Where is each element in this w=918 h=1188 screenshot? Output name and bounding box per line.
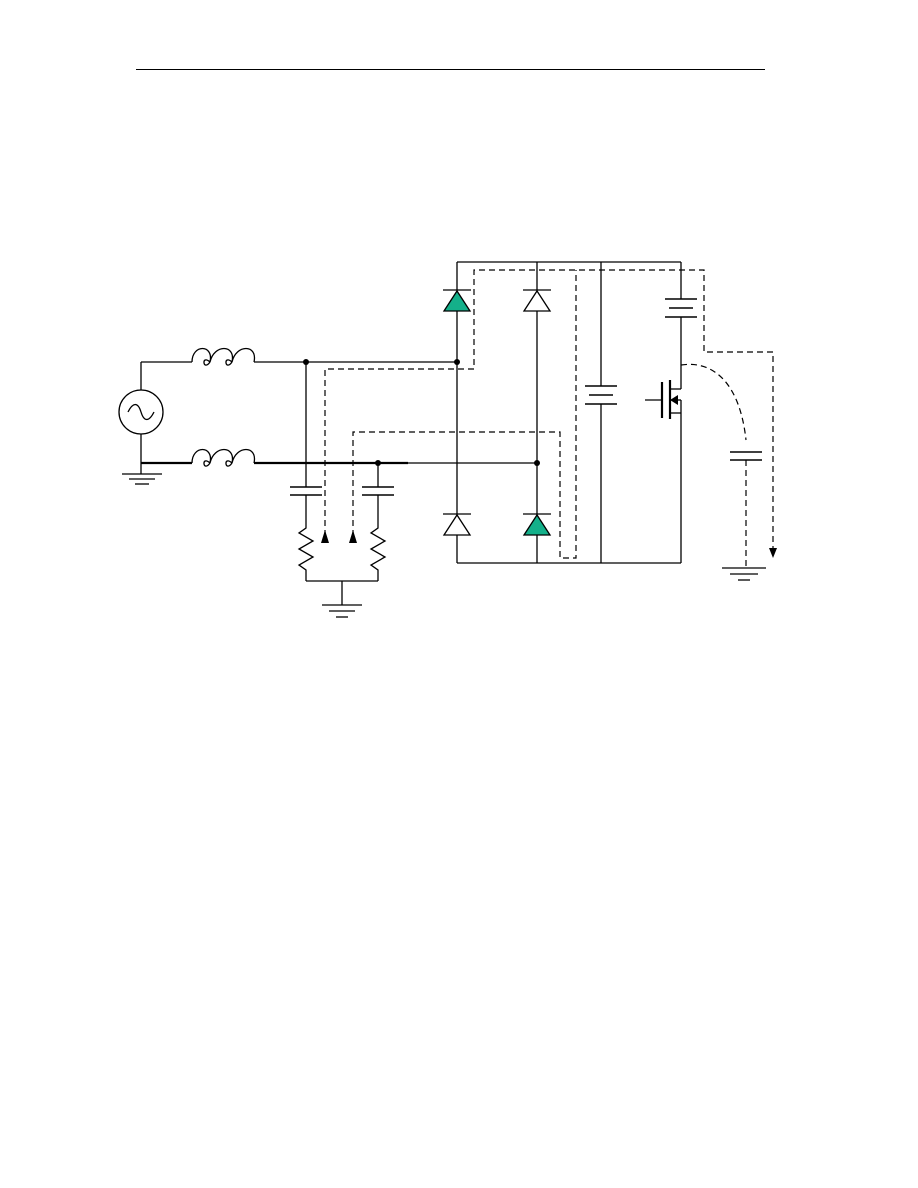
- diode-bottom-left: [442, 513, 472, 536]
- parasitic-capacitor: [730, 451, 762, 568]
- mosfet: [645, 379, 682, 563]
- diode-bottom-right: [522, 513, 552, 536]
- header-rule: [136, 69, 765, 70]
- bulk-capacitor: [585, 262, 617, 563]
- noise-current-path-2: [349, 270, 577, 559]
- ac-source: [118, 362, 164, 463]
- diode-top-right: [522, 289, 552, 312]
- inductor-top: [141, 347, 306, 366]
- ground-source: [122, 463, 162, 485]
- noise-current-path-1: [321, 269, 777, 558]
- resistor-right: [369, 513, 387, 581]
- y-capacitor-right: [362, 463, 394, 513]
- resistor-left: [297, 513, 315, 581]
- ground-output: [722, 567, 766, 581]
- y-capacitor-left: [290, 362, 322, 513]
- bridge-rails: [456, 261, 681, 564]
- lisn-ground: [306, 580, 378, 618]
- junction-nodes: [303, 359, 540, 466]
- load-capacitor: [665, 262, 697, 379]
- inductor-bottom: [141, 448, 306, 467]
- diode-top-left: [442, 289, 472, 312]
- noise-current-path-3: [680, 363, 747, 441]
